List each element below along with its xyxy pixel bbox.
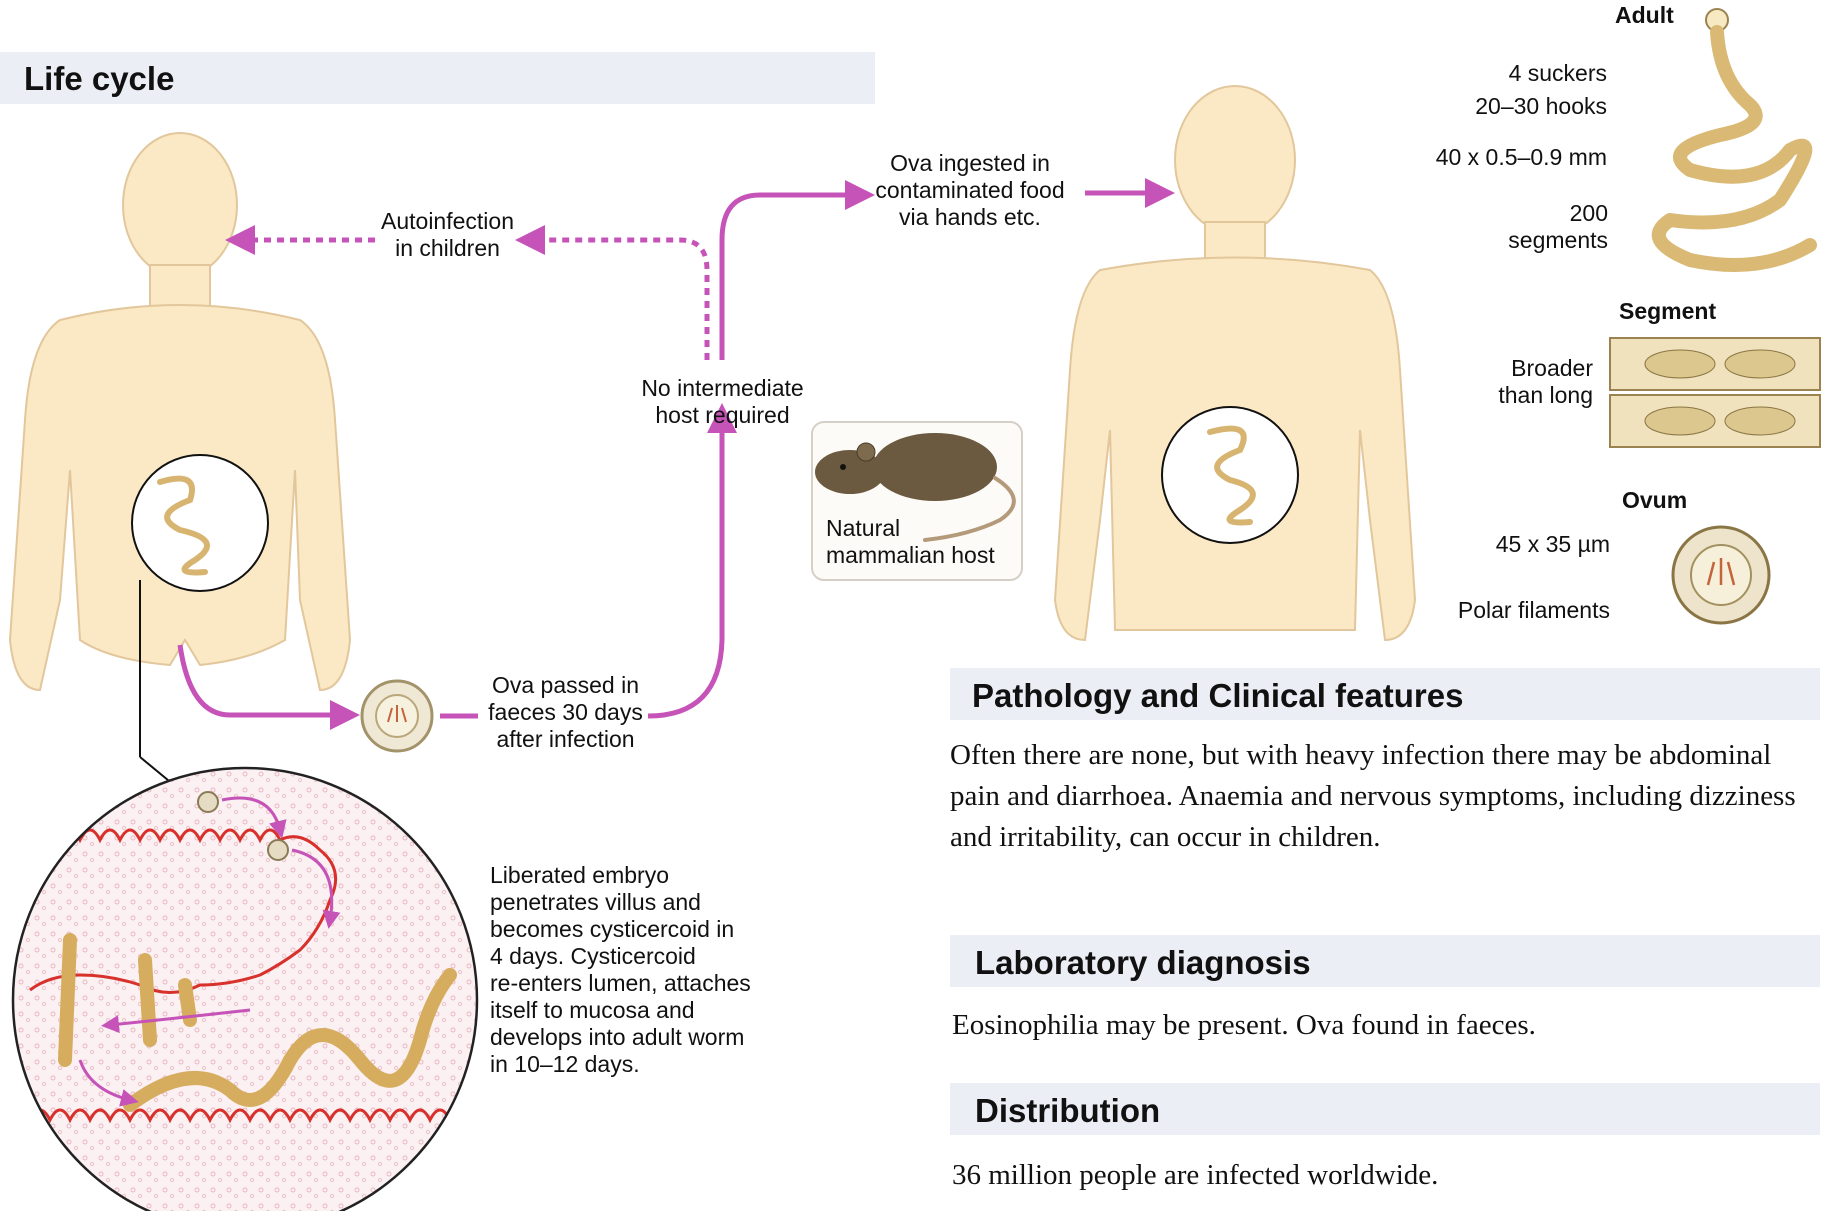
broader-than-long-label: Broader than long [1460, 355, 1593, 409]
arrow-to-no-intermediate [648, 418, 722, 716]
ova-ingested-label: Ova ingested in contaminated food via ha… [860, 150, 1080, 231]
ovum-small [362, 681, 432, 751]
ovum-heading: Ovum [1622, 487, 1687, 514]
adult-worm-illustration [1659, 9, 1810, 265]
ovum-large-illustration [1673, 527, 1769, 623]
suckers-label: 4 suckers [1430, 60, 1607, 87]
liberated-embryo-text: Liberated embryo penetrates villus and b… [490, 862, 765, 1078]
adult-size-label: 40 x 0.5–0.9 mm [1400, 144, 1607, 171]
natural-host-label: Natural mammalian host [826, 515, 1016, 569]
pathology-title: Pathology and Clinical features [972, 677, 1463, 715]
autoinfection-label: Autoinfection in children [355, 208, 540, 262]
segments-count-label: 200 segments [1460, 200, 1608, 254]
pathology-text: Often there are none, but with heavy inf… [950, 735, 1810, 858]
ovum-size-label: 45 x 35 µm [1440, 531, 1610, 558]
segment-heading: Segment [1619, 298, 1716, 325]
human-figure-left [10, 133, 350, 690]
autoinfection-dashed-arrow [530, 240, 707, 360]
ova-passed-label: Ova passed in faeces 30 days after infec… [478, 672, 653, 753]
distribution-text: 36 million people are infected worldwide… [952, 1155, 1812, 1196]
distribution-title: Distribution [975, 1092, 1160, 1130]
adult-heading: Adult [1615, 2, 1674, 29]
lab-title: Laboratory diagnosis [975, 944, 1311, 982]
segment-illustration [1610, 338, 1820, 447]
hooks-label: 20–30 hooks [1430, 93, 1607, 120]
no-intermediate-label: No intermediate host required [620, 375, 825, 429]
life-cycle-title: Life cycle [24, 60, 174, 98]
arrow-to-ova-ingested [722, 195, 860, 360]
human-figure-right [1055, 86, 1415, 640]
magnified-intestine [0, 760, 500, 1211]
polar-filaments-label: Polar filaments [1400, 597, 1610, 624]
lab-text: Eosinophilia may be present. Ova found i… [952, 1005, 1812, 1046]
